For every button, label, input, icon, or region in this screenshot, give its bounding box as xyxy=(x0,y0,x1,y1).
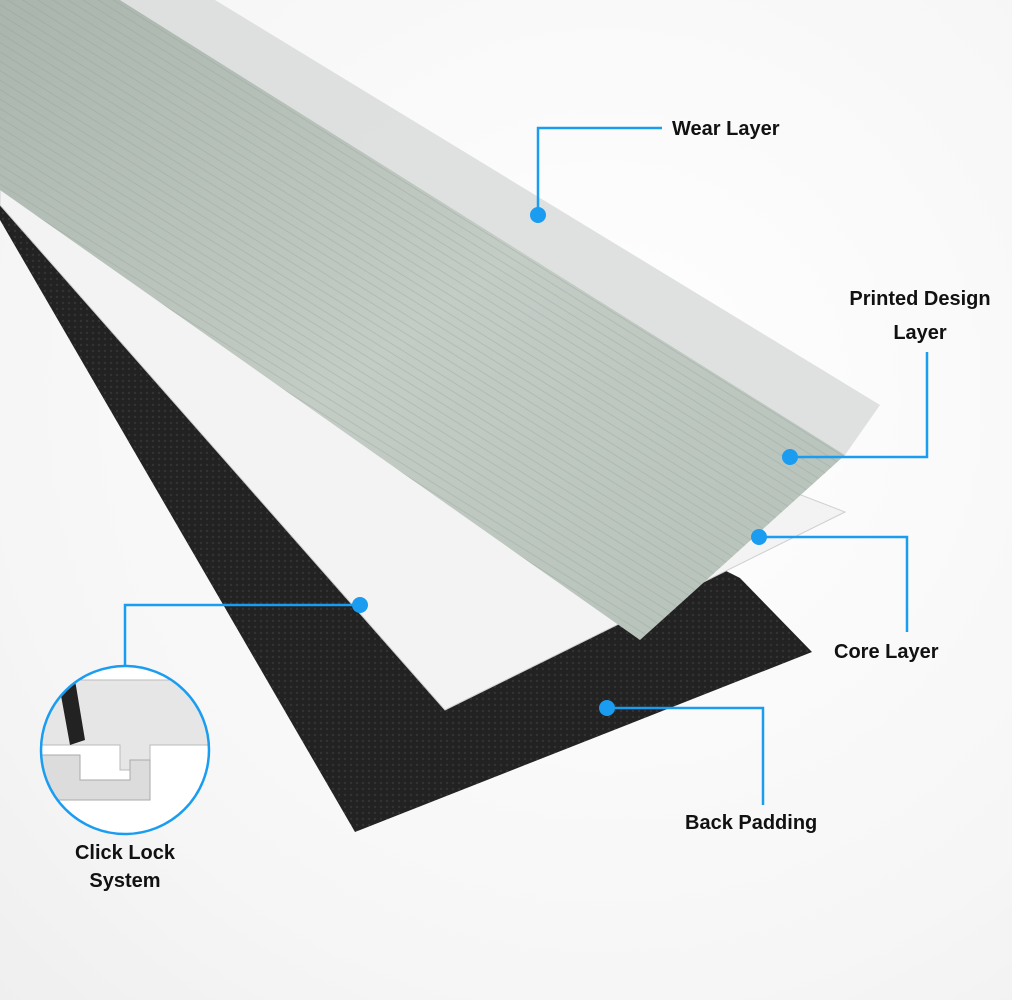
back-padding-label: Back Padding xyxy=(685,812,818,834)
printed-design-marker xyxy=(782,449,798,465)
click-lock-line2: System xyxy=(89,870,161,892)
printed-design-line1: Printed Design xyxy=(849,288,991,310)
click-lock-marker xyxy=(352,597,368,613)
wear-layer xyxy=(120,0,880,455)
wear-layer-marker xyxy=(530,207,546,223)
click-lock-label: Click Lock System xyxy=(45,839,205,895)
wear-layer-label: Wear Layer xyxy=(672,118,780,140)
click-lock-line1: Click Lock xyxy=(74,842,176,864)
back-padding-marker xyxy=(599,700,615,716)
wood-grain xyxy=(0,0,845,640)
core-layer-label: Core Layer xyxy=(834,641,939,663)
printed-design-line2: Layer xyxy=(893,322,947,344)
click-lock-inset xyxy=(39,664,211,836)
printed-design-layer-label: Printed Design Layer xyxy=(830,282,1010,350)
core-layer-marker xyxy=(751,529,767,545)
